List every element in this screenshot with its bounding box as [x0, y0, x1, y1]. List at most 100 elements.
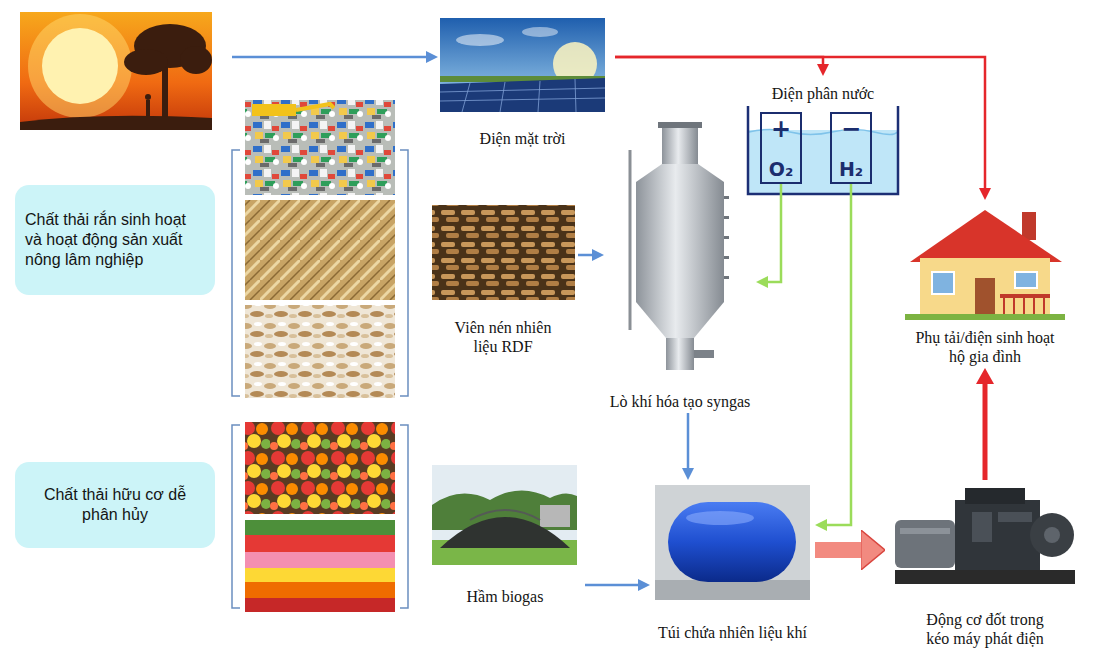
sunset-photo — [28, 14, 132, 118]
bracket — [400, 150, 408, 396]
gas-bag-photo — [668, 502, 796, 582]
sunset-photo — [20, 12, 212, 130]
sun-to-panel-arrow — [232, 56, 426, 59]
house-drawing — [920, 258, 1050, 316]
gasifier-drawing — [666, 338, 694, 370]
engine-generator-photo — [900, 528, 950, 534]
flower-field-photo — [245, 520, 395, 535]
electrode-box: − H₂ — [830, 112, 872, 184]
illustrated-node: Viên nén nhiên liệu RDF — [428, 202, 578, 358]
solar-panel-photo — [522, 27, 558, 37]
engine-generator-photo — [965, 488, 1025, 504]
electrode-sign: − — [841, 116, 861, 142]
illustrated-node: Phụ tải/điện sinh hoạt hộ gia đình — [895, 200, 1075, 368]
gasifier-drawing — [658, 122, 702, 128]
solid-waste-photo — [245, 100, 395, 195]
gasifier-drawing — [629, 150, 632, 330]
flow-arrow — [578, 254, 592, 257]
solar-panel-photo — [440, 79, 605, 112]
sunset-photo — [124, 49, 168, 75]
sunset-photo — [180, 46, 212, 74]
gas-bag-photo — [655, 485, 810, 600]
gasifier-drawing — [724, 236, 729, 239]
engine-generator-photo — [895, 488, 1075, 584]
flower-field-photo — [245, 552, 395, 568]
straw-photo — [245, 200, 395, 300]
sun-to-panel-arrow — [232, 57, 426, 58]
node-label: Điện phân nước — [772, 84, 874, 103]
solid-waste-photo — [252, 104, 296, 116]
flow-arrow — [687, 413, 690, 468]
electrolysis-tank — [748, 106, 898, 194]
rdf-pellets-photo — [432, 205, 575, 300]
illustrated-node: Túi chứa nhiên liệu khí — [650, 480, 815, 644]
flow-arrow — [585, 584, 638, 587]
flower-field-photo — [245, 535, 395, 552]
node-label: Chất thải rắn sinh hoạt và hoạt động sản… — [25, 210, 205, 270]
engine-generator-photo — [998, 512, 1032, 522]
engine-generator-photo — [1030, 513, 1074, 557]
gasifier-drawing — [662, 128, 698, 164]
sunset-photo — [20, 116, 212, 130]
biogas-digester-photo — [440, 517, 570, 548]
house-drawing — [1000, 294, 1050, 298]
solar-panel-photo — [440, 18, 605, 112]
house-drawing — [910, 210, 1062, 262]
house-drawing — [975, 278, 995, 316]
node-label: Chất thải hữu cơ dễ phân hủy — [25, 485, 205, 525]
node-label: Động cơ đốt trong kéo máy phát điện — [918, 610, 1053, 648]
engine-generator-photo — [1044, 527, 1060, 543]
rdf-pellets-photo — [432, 205, 575, 300]
electrolysis-box: Điện phân nước + O₂ − H₂ — [742, 76, 904, 196]
solid-waste-photo — [245, 100, 395, 195]
flow-arrow — [615, 57, 985, 188]
flow-arrow — [827, 184, 851, 525]
bracket — [232, 150, 408, 608]
electrode-sign: H₂ — [839, 159, 863, 180]
sunset-photo — [146, 100, 150, 118]
node-label: Viên nén nhiên liệu RDF — [448, 318, 558, 356]
gasifier-drawing — [724, 256, 729, 259]
gasifier-drawing — [636, 302, 724, 338]
node-label: Túi chứa nhiên liệu khí — [658, 623, 807, 642]
solar-panel-photo — [456, 34, 504, 46]
gasifier-drawing — [724, 276, 729, 279]
illustrated-node: Hầm biogas — [425, 460, 585, 608]
engine-generator-photo — [895, 520, 955, 568]
flow-arrow — [815, 542, 861, 558]
sunset-photo — [145, 94, 151, 100]
gasifier-drawing — [724, 216, 729, 219]
biogas-digester-photo — [432, 465, 577, 565]
sunset-photo — [20, 12, 212, 130]
flower-field-photo — [245, 582, 395, 598]
house-drawing — [932, 272, 954, 294]
flower-field-photo — [245, 598, 395, 612]
house-drawing — [1022, 212, 1036, 240]
node-label: Phụ tải/điện sinh hoạt hộ gia đình — [913, 328, 1058, 366]
biogas-digester-photo — [432, 465, 577, 565]
illustrated-node: Động cơ đốt trong kéo máy phát điện — [885, 480, 1085, 650]
engine-generator-photo — [972, 512, 992, 542]
gas-bag-photo — [655, 580, 810, 600]
house-drawing — [1004, 298, 1044, 316]
solid-waste-photo — [296, 104, 334, 110]
biogas-digester-photo — [470, 510, 540, 520]
illustrated-node: Điện mặt trời — [430, 14, 615, 150]
straw-photo — [245, 200, 395, 300]
fruit-waste-photo — [245, 422, 395, 514]
sunset-photo — [42, 28, 118, 104]
bracket — [400, 425, 408, 608]
flow-arrow — [983, 384, 988, 480]
gasifier-drawing — [630, 122, 729, 370]
electrode-sign: O₂ — [769, 159, 793, 180]
engine-generator-photo — [955, 500, 1040, 570]
source-box: Chất thải hữu cơ dễ phân hủy — [15, 462, 215, 548]
flow-arrow — [768, 184, 781, 282]
gasifier-drawing — [694, 350, 714, 358]
electrode-sign: + — [771, 116, 791, 142]
house-drawing — [1015, 272, 1037, 288]
wood-chips-photo — [245, 305, 395, 398]
gasifier-drawing — [636, 182, 724, 302]
gas-bag-photo — [655, 485, 810, 600]
